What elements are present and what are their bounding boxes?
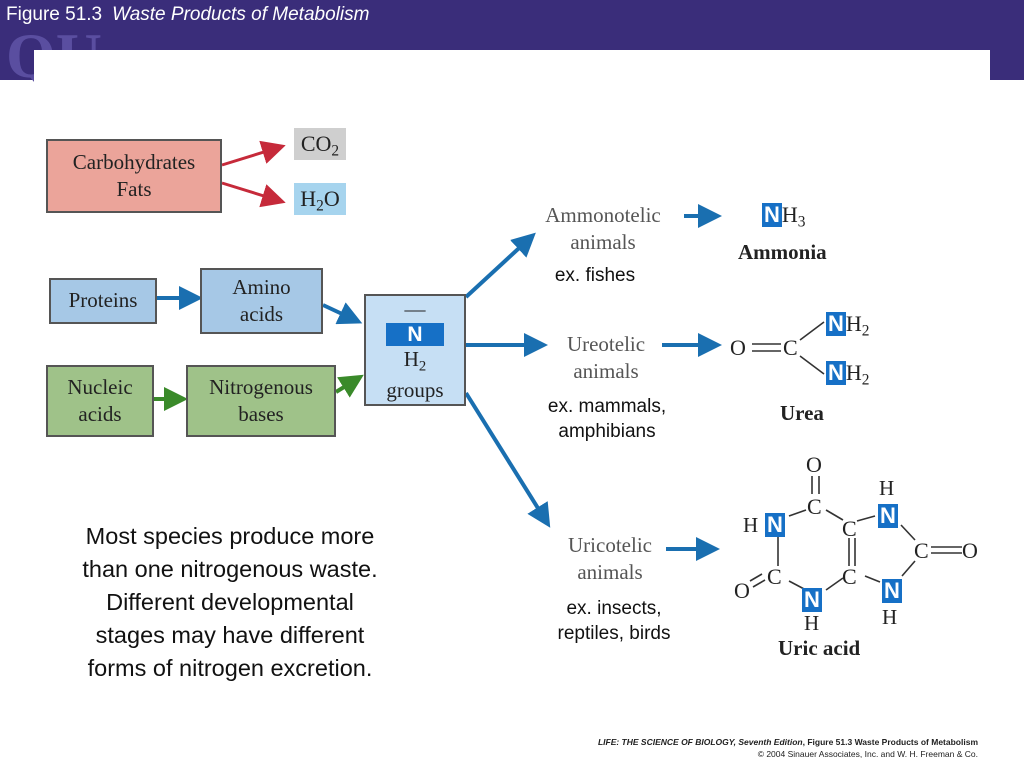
uric-n-left: N <box>765 512 785 538</box>
figure-name: Waste Products of Metabolism <box>112 4 370 25</box>
uric-h-bottom: H <box>804 611 820 635</box>
arrow-carbs-to-co2 <box>221 140 286 167</box>
arrow-nh2-to-ammonotelic <box>464 232 536 299</box>
urea-carbon: C <box>783 335 798 360</box>
uric-h-low-right: H <box>882 605 898 629</box>
uricotelic-label: Uricotelic animals <box>568 533 652 585</box>
uric-c-right: C <box>914 538 929 563</box>
figure-number: Figure 51.3 <box>6 4 103 25</box>
uric-acid-name: Uric acid <box>778 636 861 660</box>
carbohydrates-label: Carbohydrates <box>72 149 196 174</box>
ammonia-name: Ammonia <box>738 240 827 264</box>
urea-bonds <box>752 321 825 375</box>
nitrogenous-bases-box: Nitrogenous bases <box>186 365 336 437</box>
nitrogen-highlight: N <box>386 323 444 347</box>
uric-c-top: C <box>807 494 822 519</box>
ammonia-nitrogen: N <box>762 202 782 228</box>
urea-nitrogen-bottom: N <box>826 360 846 386</box>
arrow-carbs-to-h2o <box>221 181 286 208</box>
credit-figure: , Figure 51.3 Waste Products of Metaboli… <box>802 737 978 747</box>
ureotelic-label: Ureotelic animals <box>566 332 646 384</box>
uric-n-bottom: N <box>802 587 822 613</box>
credit-book: LIFE: THE SCIENCE OF BIOLOGY, Seventh Ed… <box>597 737 803 747</box>
co2-label: CO2 <box>294 128 346 160</box>
urea-oxygen: O <box>730 335 746 360</box>
credit-line: LIFE: THE SCIENCE OF BIOLOGY, Seventh Ed… <box>518 737 978 761</box>
carbohydrates-fats-box: Carbohydrates Fats <box>46 139 222 213</box>
uric-h-top-right: H <box>879 476 895 500</box>
proteins-box: Proteins <box>49 278 157 324</box>
uric-o-right: O <box>962 538 978 563</box>
urea-nh2-top: NH2 <box>826 311 870 340</box>
uric-n-low-right: N <box>882 578 902 604</box>
uric-n-top-right: N <box>878 503 898 529</box>
arrow-amino-to-nh2 <box>322 302 363 325</box>
uric-c-mid: C <box>842 516 857 541</box>
note-text: Most species produce more than one nitro… <box>82 523 378 681</box>
ammonotelic-example: ex. fishes <box>554 265 636 286</box>
uric-o-top: O <box>806 452 822 477</box>
credit-copyright: © 2004 Sinauer Associates, Inc. and W. H… <box>757 748 978 759</box>
ammonotelic-label: Ammonotelic animals <box>545 203 661 255</box>
groups-label: groups <box>386 377 444 402</box>
arrow-nh2-to-uricotelic <box>464 391 551 528</box>
urea-nh2-bottom: NH2 <box>826 360 870 389</box>
figure-title: Figure 51.3 Waste Products of Metabolism <box>6 4 369 26</box>
nucleic-acids-box: Nucleic acids <box>46 365 154 437</box>
fats-label: Fats <box>116 177 152 201</box>
uric-h-left: H <box>743 513 759 537</box>
arrow-nitrogenous-to-nh2 <box>334 374 364 398</box>
uric-c-left: C <box>767 564 782 589</box>
ureotelic-example: ex. mammals, amphibians <box>547 396 667 442</box>
h2o-label: H2O <box>294 183 346 215</box>
uric-o-left: O <box>734 578 750 603</box>
uric-acid-bonds <box>749 476 962 591</box>
ammonia-formula: NH3 <box>762 202 806 231</box>
uricotelic-example: ex. insects, reptiles, birds <box>557 598 671 644</box>
urea-nitrogen-top: N <box>826 311 846 337</box>
uric-c-mid-low: C <box>842 564 857 589</box>
amino-acids-box: Amino acids <box>200 268 323 334</box>
urea-name: Urea <box>780 401 824 425</box>
